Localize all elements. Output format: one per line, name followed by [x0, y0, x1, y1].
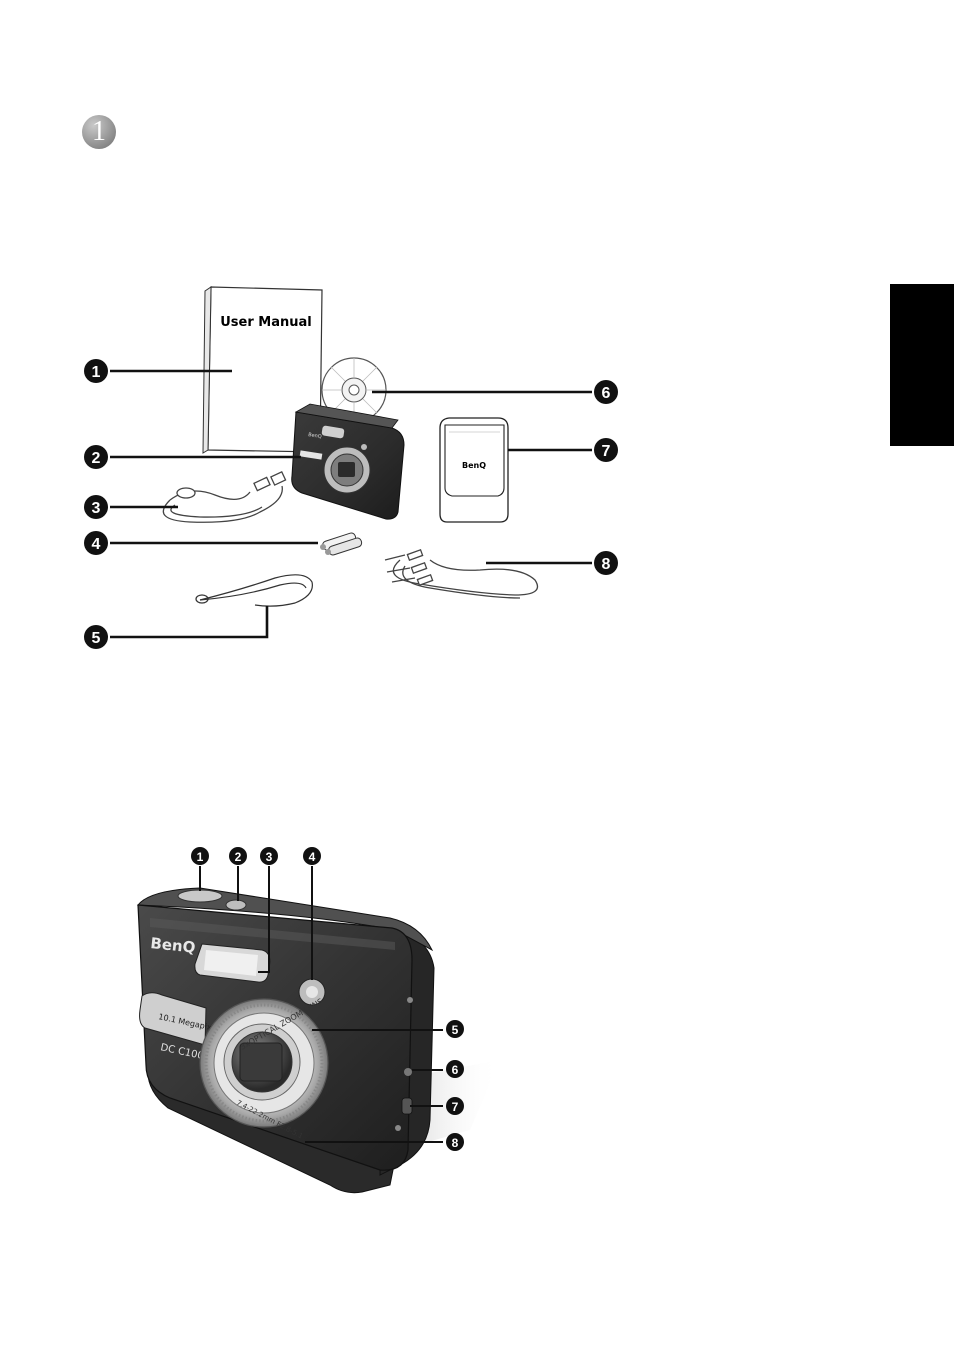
- camera-callout-7: 7: [446, 1097, 464, 1115]
- svg-text:7: 7: [602, 443, 611, 460]
- svg-text:5: 5: [452, 1023, 459, 1037]
- camera-callout-5: 5: [446, 1020, 464, 1038]
- camera-callout-4: 4: [303, 847, 321, 865]
- camera-callout-8: 8: [446, 1133, 464, 1151]
- camera-callout-1: 1: [191, 847, 209, 865]
- svg-text:8: 8: [452, 1136, 459, 1150]
- package-callout-6: 6: [594, 380, 618, 404]
- svg-text:5: 5: [92, 630, 101, 647]
- package-contents-figure: User Manual BenQ BenQ: [84, 287, 618, 649]
- camera-callout-6: 6: [446, 1060, 464, 1078]
- svg-text:3: 3: [92, 500, 101, 517]
- package-callout-8: 8: [594, 551, 618, 575]
- package-callout-4: 4: [84, 531, 108, 555]
- camera-callout-2: 2: [229, 847, 247, 865]
- manual-cover-text: User Manual: [220, 315, 312, 330]
- package-callout-5: 5: [84, 625, 108, 649]
- svg-text:4: 4: [309, 850, 316, 864]
- package-callout-2: 2: [84, 445, 108, 469]
- camera-front-figure: BenQ 10.1 Megapixels DC C1000 3xOPTICAL …: [138, 847, 500, 1193]
- svg-text:8: 8: [602, 556, 611, 573]
- package-callout-7: 7: [594, 438, 618, 462]
- svg-text:3: 3: [266, 850, 273, 864]
- svg-text:4: 4: [92, 536, 101, 553]
- wrist-strap: [196, 575, 312, 606]
- svg-text:7: 7: [452, 1100, 459, 1114]
- pouch-brand-text: BenQ: [462, 461, 486, 470]
- av-cable: [385, 550, 538, 598]
- svg-text:1: 1: [92, 364, 101, 381]
- usb-cable: [163, 472, 285, 522]
- camera-callout-3: 3: [260, 847, 278, 865]
- svg-text:6: 6: [452, 1063, 459, 1077]
- package-callout-3: 3: [84, 495, 108, 519]
- carrying-pouch: BenQ: [440, 418, 508, 522]
- digital-camera-small: BenQ: [292, 404, 404, 519]
- svg-text:2: 2: [92, 450, 101, 467]
- batteries: [320, 532, 363, 556]
- package-callout-1: 1: [84, 359, 108, 383]
- svg-text:2: 2: [235, 850, 242, 864]
- svg-text:6: 6: [602, 385, 611, 402]
- svg-text:1: 1: [197, 850, 204, 864]
